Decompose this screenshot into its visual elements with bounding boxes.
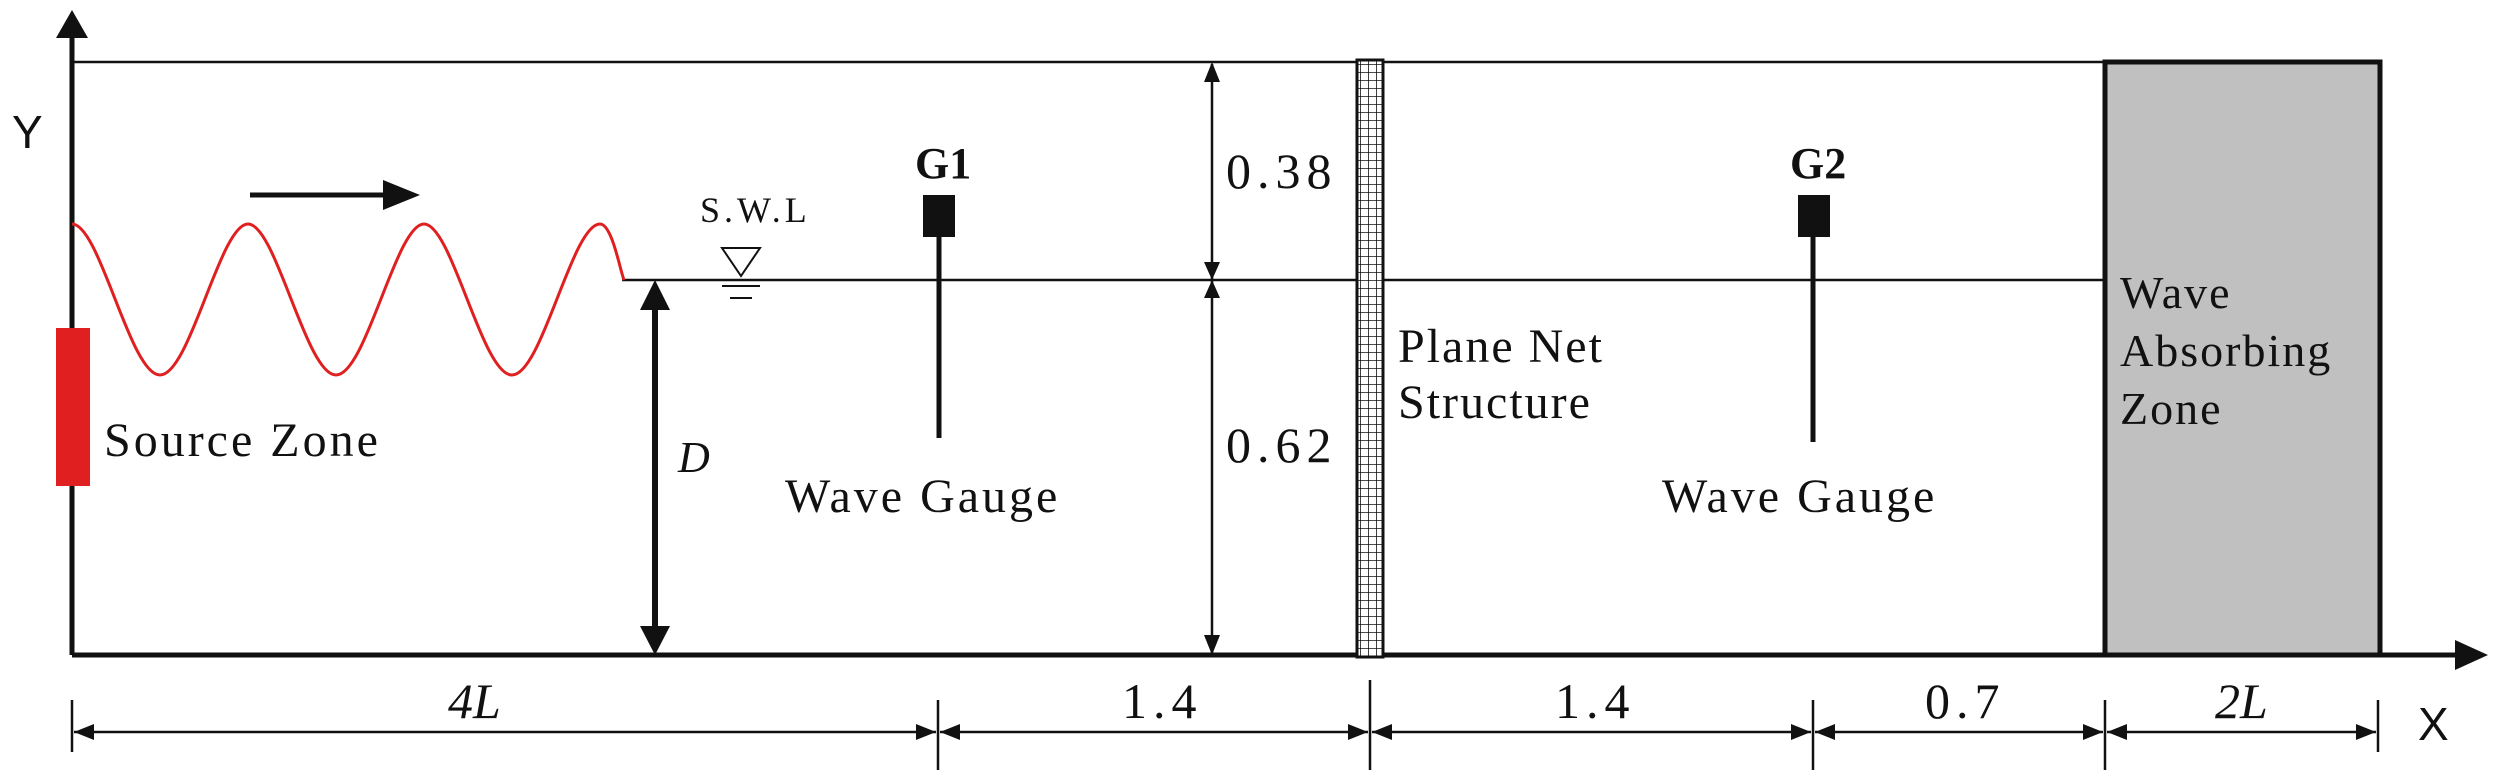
structure-label-line1: Plane Net [1398,320,1604,373]
vdim-upper-label: 0.38 [1226,143,1338,199]
gauge-g2-id: G2 [1790,139,1846,188]
hdim2-arrow-r [1348,724,1368,740]
depth-arrow-bottom [640,626,670,655]
gauge-g1-id: G1 [915,139,971,188]
hdim1-arrow-r [916,724,936,740]
hdim4-arrow-r [2083,724,2103,740]
hdim-label-5: 2L [2215,673,2268,729]
vdim-lower-label: 0.62 [1226,417,1338,473]
vdim-top-arrow [1204,62,1220,82]
depth-label: D [677,433,710,482]
gauge-g2-sensor [1798,195,1830,237]
vdim-mid-arrow-up [1204,280,1220,298]
x-axis-label: X [2418,698,2449,750]
wave-absorbing-zone [2102,59,2383,658]
wave-direction-arrowhead [383,180,420,210]
y-axis-arrowhead [56,10,88,38]
hdim-label-3: 1.4 [1555,673,1636,729]
horizontal-dimension-row: 4L 1.4 1.4 0.7 2L [70,673,2380,770]
hdim-label-2: 1.4 [1122,673,1203,729]
depth-arrow-top [640,280,670,310]
hdim5-arrow-l [2107,724,2127,740]
vdim-mid-arrow-down [1204,262,1220,280]
incident-wave [71,222,626,377]
hdim2-arrow-l [940,724,960,740]
hdim-label-1: 4L [448,673,501,729]
gauge-g2-label: Wave Gauge [1662,470,1937,523]
absorbing-label-line3: Zone [2120,383,2223,434]
source-block [56,328,90,486]
hdim5-arrow-r [2356,724,2376,740]
hdim-label-4: 0.7 [1925,673,2006,729]
hdim3-arrow-r [1791,724,1811,740]
y-axis-label: Y [12,106,43,158]
swl-triangle-icon [720,247,762,278]
plane-net-structure [1355,58,1385,659]
gauge-g1-label: Wave Gauge [785,470,1060,523]
x-axis-arrowhead [2455,640,2488,670]
swl-label: S.W.L [700,190,811,230]
structure-label-line2: Structure [1398,376,1592,429]
source-zone-label: Source Zone [104,414,381,467]
vdim-bottom-arrow [1204,635,1220,655]
absorbing-label-line1: Wave [2120,267,2232,318]
absorbing-label-line2: Absorbing [2120,325,2332,376]
hdim4-arrow-l [1815,724,1835,740]
hdim3-arrow-l [1372,724,1392,740]
gauge-g1-sensor [923,195,955,237]
hdim1-arrow-l [74,724,94,740]
